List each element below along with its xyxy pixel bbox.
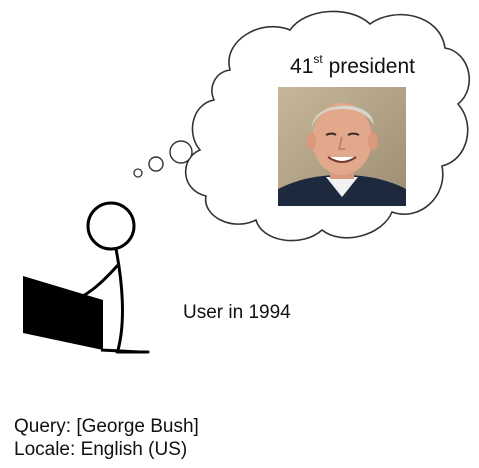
thought-bubble-large	[169, 140, 193, 164]
thought-bubble-small	[133, 168, 143, 178]
caption-rest: president	[322, 55, 415, 78]
query-value: [George Bush]	[76, 416, 199, 437]
president-portrait-photo	[278, 87, 406, 206]
portrait-photo-icon	[278, 87, 406, 206]
thought-bubble-medium	[148, 156, 164, 172]
body	[114, 247, 124, 352]
locale-value: English (US)	[80, 439, 188, 460]
ordinal-suffix: st	[313, 52, 323, 66]
query-label: Query:	[14, 416, 72, 437]
thought-caption: 41st president	[0, 52, 479, 79]
ordinal-number: 41	[290, 55, 314, 78]
laptop-icon	[23, 276, 141, 354]
head	[86, 201, 136, 251]
query-line: Query: [George Bush]	[14, 416, 199, 438]
locale-line: Locale: English (US)	[14, 439, 187, 461]
user-label: User in 1994	[183, 302, 291, 323]
locale-label: Locale:	[14, 439, 76, 460]
